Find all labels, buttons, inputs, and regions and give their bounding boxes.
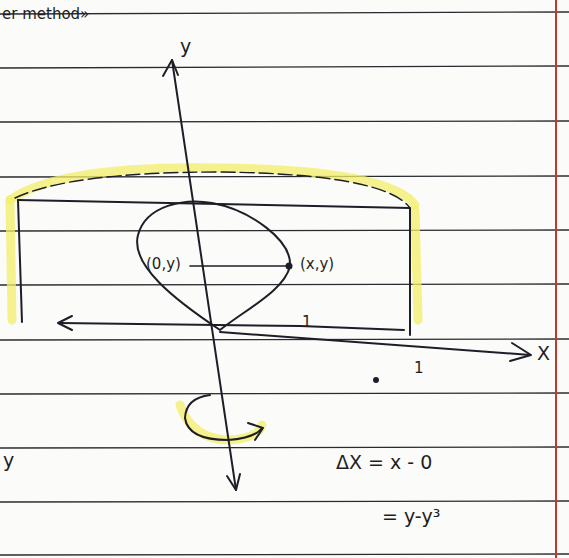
dimension-label: 1 [302, 314, 312, 331]
heading-note: er method» [2, 6, 89, 23]
highlight [10, 168, 418, 440]
solid-sketch [15, 60, 531, 490]
point-label: (0,y) [146, 256, 181, 273]
ruled-lines [0, 12, 569, 555]
axis-label: y [180, 36, 191, 57]
formula-text: ΔX = x - 0 [336, 452, 432, 473]
axis-label: X [537, 343, 550, 364]
formula-text: = y-y³ [382, 506, 440, 527]
dimension-label: 1 [414, 360, 424, 377]
margin-line [555, 0, 557, 558]
note-text: y [3, 450, 14, 471]
point-label: (x,y) [300, 256, 334, 273]
